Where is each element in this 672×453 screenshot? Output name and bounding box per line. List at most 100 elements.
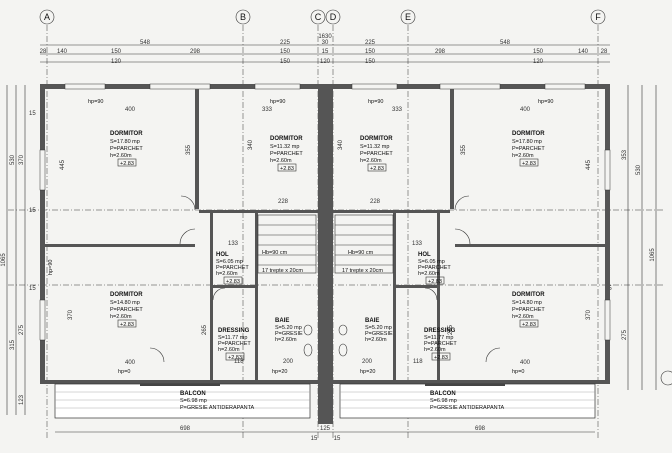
dim-total: 1630 — [318, 34, 332, 40]
bathroom-fixtures — [303, 324, 348, 357]
svg-text:228: 228 — [370, 199, 381, 205]
svg-text:h=2.60m: h=2.60m — [424, 347, 446, 353]
svg-text:118: 118 — [234, 359, 244, 365]
svg-text:150: 150 — [280, 59, 291, 65]
svg-text:150: 150 — [111, 49, 122, 55]
svg-text:+2.83: +2.83 — [370, 166, 384, 172]
svg-text:S=5.20 mp: S=5.20 mp — [275, 325, 302, 331]
svg-text:+2.83: +2.83 — [120, 161, 134, 167]
svg-text:P=GRESIE ANTIDERAPANTA: P=GRESIE ANTIDERAPANTA — [430, 405, 505, 411]
svg-text:530: 530 — [10, 154, 16, 165]
svg-text:15: 15 — [29, 111, 36, 117]
svg-text:S=17.80 mp: S=17.80 mp — [512, 139, 542, 145]
axis-label: D — [330, 12, 337, 22]
svg-text:150: 150 — [533, 49, 544, 55]
svg-text:DRESSING: DRESSING — [424, 328, 456, 334]
svg-text:340: 340 — [248, 139, 254, 150]
svg-text:+2.83: +2.83 — [226, 279, 240, 285]
left-dimensions: 15 370 530 15 1065 15 275 315 123 — [1, 85, 36, 415]
svg-text:h=2.60m: h=2.60m — [275, 337, 297, 343]
svg-text:h=2.60m: h=2.60m — [418, 271, 440, 277]
svg-text:298: 298 — [435, 49, 446, 55]
svg-text:355: 355 — [461, 144, 467, 155]
svg-text:15: 15 — [322, 49, 329, 55]
svg-text:S=14.80 mp: S=14.80 mp — [110, 300, 140, 306]
room-label: DORMITOR S=11.32 mp P=PARCHET h=2.60m +2… — [270, 136, 303, 172]
svg-text:+2.83: +2.83 — [428, 279, 442, 285]
svg-text:DORMITOR: DORMITOR — [360, 136, 393, 142]
svg-text:hp=90: hp=90 — [270, 99, 285, 105]
svg-text:P=PARCHET: P=PARCHET — [424, 341, 457, 347]
svg-text:120: 120 — [320, 59, 331, 65]
svg-text:S=11.32 mp: S=11.32 mp — [360, 144, 389, 150]
balcony-name: BALCON — [430, 391, 456, 397]
svg-text:DORMITOR: DORMITOR — [270, 136, 303, 142]
axis-markers: A B C D E F — [39, 9, 606, 25]
svg-text:hp=90: hp=90 — [88, 99, 103, 105]
svg-text:548: 548 — [140, 40, 151, 46]
svg-text:P=GRESIE: P=GRESIE — [365, 331, 393, 337]
svg-text:P=PARCHET: P=PARCHET — [360, 151, 393, 157]
axis-marker-partial — [660, 370, 672, 386]
inner-dimensions: 400 333 333 400 445 355 340 340 355 445 … — [60, 107, 592, 366]
svg-text:150: 150 — [365, 49, 376, 55]
svg-text:370: 370 — [586, 309, 592, 320]
staircase-right: Hb=90 cm 17 trepte x 20cm — [334, 214, 394, 274]
axis-label: C — [315, 12, 322, 22]
svg-text:P=GRESIE ANTIDERAPANTA: P=GRESIE ANTIDERAPANTA — [180, 405, 255, 411]
svg-text:Hb=90 cm: Hb=90 cm — [348, 250, 374, 256]
interior-walls — [45, 89, 605, 380]
svg-text:275: 275 — [19, 324, 25, 335]
svg-text:hp=90: hp=90 — [538, 99, 553, 105]
svg-text:hp=20: hp=20 — [272, 369, 287, 375]
svg-text:h=2.60m: h=2.60m — [360, 158, 382, 164]
svg-text:P=PARCHET: P=PARCHET — [218, 341, 251, 347]
svg-text:P=PARCHET: P=PARCHET — [216, 265, 249, 271]
svg-text:S=6.98 mp: S=6.98 mp — [180, 398, 207, 404]
svg-text:HOL: HOL — [418, 252, 431, 258]
room-label: DRESSING S=11.77 mp P=PARCHET h=2.60m +2… — [218, 328, 251, 361]
svg-text:133: 133 — [412, 241, 423, 247]
svg-text:17 trepte x 20cm: 17 trepte x 20cm — [262, 268, 303, 274]
room-label: HOL S=6.05 mp P=PARCHET h=2.60m +2.83 — [418, 252, 451, 285]
room-label: BAIE S=5.20 mp P=GRESIE h=2.60m — [275, 318, 303, 343]
svg-text:150: 150 — [280, 49, 291, 55]
svg-text:DORMITOR: DORMITOR — [110, 131, 143, 137]
svg-text:P=PARCHET: P=PARCHET — [512, 146, 545, 152]
svg-text:530: 530 — [636, 164, 642, 175]
svg-text:Hb=90 cm: Hb=90 cm — [262, 250, 288, 256]
svg-text:120: 120 — [533, 59, 544, 65]
svg-text:DORMITOR: DORMITOR — [512, 292, 545, 298]
balcony-left: BALCON S=6.98 mp P=GRESIE ANTIDERAPANTA — [54, 383, 311, 419]
svg-text:S=6.05 mp: S=6.05 mp — [216, 259, 243, 265]
room-label: DRESSING S=11.77 mp P=PARCHET h=2.60m +2… — [424, 328, 457, 361]
svg-text:400: 400 — [125, 360, 136, 366]
svg-text:h=2.60m: h=2.60m — [110, 314, 132, 320]
svg-text:445: 445 — [586, 159, 592, 170]
svg-text:15: 15 — [311, 436, 318, 442]
svg-text:P=PARCHET: P=PARCHET — [270, 151, 303, 157]
svg-text:225: 225 — [365, 40, 376, 46]
door-swings — [149, 195, 501, 363]
svg-text:P=PARCHET: P=PARCHET — [110, 307, 143, 313]
svg-text:333: 333 — [262, 107, 273, 113]
svg-text:hp=90: hp=90 — [48, 260, 54, 275]
axis-label: E — [405, 12, 411, 22]
svg-text:355: 355 — [186, 144, 192, 155]
svg-text:698: 698 — [180, 426, 191, 432]
axis-label: B — [240, 12, 246, 22]
sink-icon — [303, 324, 313, 336]
svg-text:BAIE: BAIE — [365, 318, 379, 324]
svg-text:DORMITOR: DORMITOR — [110, 292, 143, 298]
svg-text:15: 15 — [29, 286, 36, 292]
room-label: DORMITOR S=17.80 mp P=PARCHET h=2.60m +2… — [512, 131, 545, 167]
svg-text:S=17.80 mp: S=17.80 mp — [110, 139, 140, 145]
svg-text:698: 698 — [475, 426, 486, 432]
svg-text:118: 118 — [413, 359, 423, 365]
svg-text:15: 15 — [29, 208, 36, 214]
balcony-right: BALCON S=6.98 mp P=GRESIE ANTIDERAPANTA — [339, 383, 596, 419]
svg-text:140: 140 — [578, 49, 589, 55]
svg-text:S=14.80 mp: S=14.80 mp — [512, 300, 542, 306]
svg-text:hp=0: hp=0 — [512, 369, 524, 375]
